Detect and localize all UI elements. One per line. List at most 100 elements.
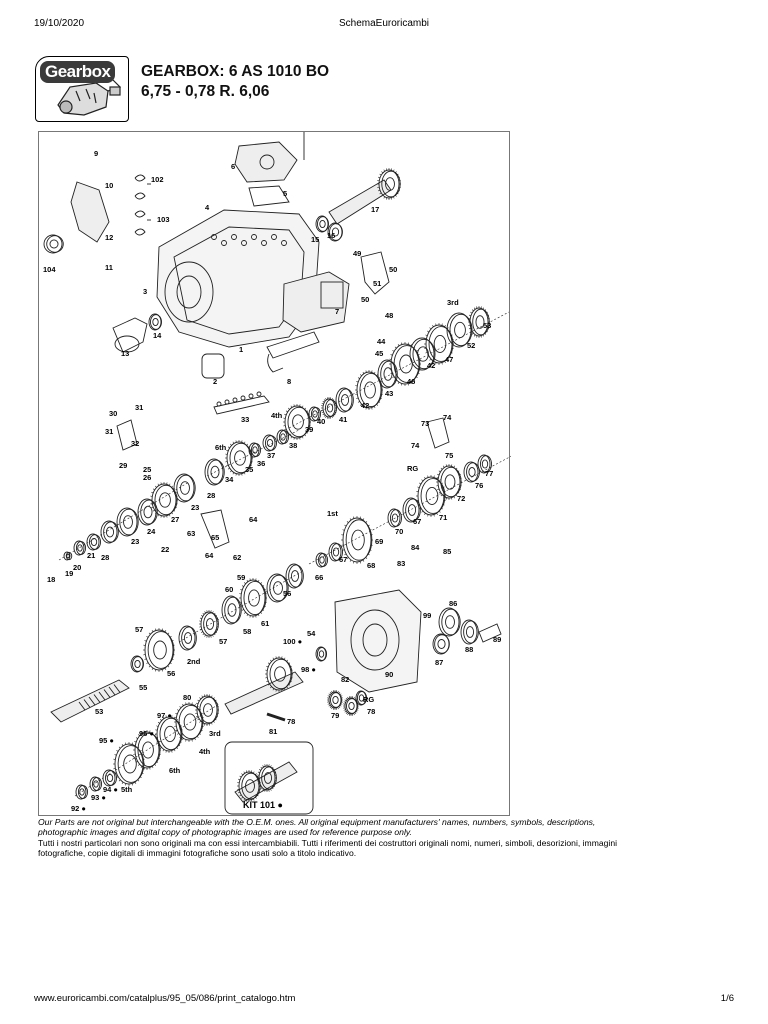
part-callout: 68 (367, 561, 375, 570)
ring-part (100, 520, 118, 544)
ring-part (446, 312, 472, 348)
part-callout: 43 (385, 389, 393, 398)
part-callout: 82 (341, 675, 349, 684)
part-callout: 55 (139, 683, 147, 692)
part-callout: 35 (245, 465, 253, 474)
logo-text: Gearbox (40, 61, 116, 83)
part-callout: 51 (373, 279, 381, 288)
actuator-block (282, 271, 350, 333)
part-callout: 91 (39, 132, 47, 134)
part-callout: 30 (109, 409, 117, 418)
part-callout: 37 (267, 451, 275, 460)
part-callout: 41 (339, 415, 347, 424)
part-callout: 48 (385, 311, 393, 320)
ring-part (285, 563, 303, 589)
ring-part (137, 498, 157, 526)
part-callout: 13 (121, 349, 129, 358)
ring-part (221, 595, 241, 625)
part-callout: 64 (249, 515, 258, 524)
part-callout: 38 (289, 441, 297, 450)
ring-part (308, 406, 320, 422)
ring-part (175, 703, 203, 741)
part-callout: RG (363, 695, 374, 704)
part-callout: 29 (119, 461, 127, 470)
ring-part (477, 454, 491, 474)
part-callout: 53 (95, 707, 103, 716)
ring-part (63, 551, 71, 561)
part-callout: 2 (213, 377, 217, 386)
ring-part (328, 542, 342, 562)
part-callout: 10 (105, 181, 113, 190)
part-callout: 8 (287, 377, 291, 386)
part-callout: 6th (215, 443, 227, 452)
part-callout: 56 (167, 669, 175, 678)
part-callout: 88 (465, 645, 473, 654)
ring-part (463, 461, 479, 483)
ring-part (178, 625, 196, 651)
gearbox-logo-icon (57, 78, 122, 116)
part-callout: 1 (239, 345, 243, 354)
part-callout: 50 (389, 265, 397, 274)
print-date: 19/10/2020 (34, 18, 85, 29)
part-callout: 25 (143, 465, 151, 474)
ring-part (402, 497, 420, 523)
part-callout: 40 (317, 417, 325, 426)
part-callout: 57 (135, 625, 143, 634)
ring-part (335, 387, 353, 413)
print-page-number: 1/6 (720, 993, 734, 1004)
ring-part (116, 507, 138, 537)
part-callout: 85 (443, 547, 451, 556)
part-callout: 99 (423, 611, 431, 620)
part-callout: 1st (327, 509, 338, 518)
part-callout: 98 ● (301, 665, 316, 674)
part-callout: 86 (449, 599, 457, 608)
part-callout: 3rd (447, 298, 459, 307)
part-callout: 104 (43, 265, 56, 274)
part-callout: 80 (183, 693, 191, 702)
part-callout: 71 (439, 513, 447, 522)
part-callout: 26 (143, 473, 151, 482)
part-callout: 87 (435, 658, 443, 667)
part-callout: 44 (377, 337, 386, 346)
part-callout: 73 (421, 419, 429, 428)
part-callout: 74 (443, 413, 452, 422)
part-callout: 72 (457, 494, 465, 503)
part-callout: 102 (151, 175, 164, 184)
part-callout: 67 (339, 555, 347, 564)
part-callout: 6th (169, 766, 181, 775)
ring-part (86, 533, 100, 551)
part-callout: 83 (397, 559, 405, 568)
part-callout: 46 (407, 377, 415, 386)
part-callout: 97 ● (157, 711, 172, 720)
part-callout: 78 (367, 707, 375, 716)
title-model: GEARBOX: 6 AS 1010 BO (141, 63, 330, 80)
part-callout: 58 (243, 627, 251, 636)
ring-part (89, 776, 101, 792)
part-callout: 4th (199, 747, 211, 756)
part-callout: 49 (353, 249, 361, 258)
part-callout: 16 (327, 231, 335, 240)
part-callout: 95 ● (99, 736, 114, 745)
ring-part (315, 215, 329, 233)
part-callout: 17 (371, 205, 379, 214)
layshaft (50, 679, 130, 723)
part-callout: 89 (493, 635, 501, 644)
part-callout: 32 (131, 439, 139, 448)
part-callout: 33 (241, 415, 249, 424)
part-callout: 52 (467, 341, 475, 350)
part-callout: 57 (219, 637, 227, 646)
part-callout: 4th (271, 411, 283, 420)
kit-box (224, 741, 314, 815)
print-url: www.euroricambi.com/catalplus/95_05/086/… (34, 993, 296, 1004)
title-ratios: 6,75 - 0,78 R. 6,06 (141, 83, 270, 100)
ring-part (276, 429, 288, 445)
ring-part (173, 473, 195, 503)
disclaimer-english: Our Parts are not original but interchan… (38, 817, 596, 838)
rear-housing (334, 589, 422, 693)
part-callout: 34 (225, 475, 234, 484)
disclaimer: Our Parts are not original but interchan… (38, 817, 638, 859)
ring-part (75, 784, 87, 800)
part-callout: 18 (47, 575, 55, 584)
